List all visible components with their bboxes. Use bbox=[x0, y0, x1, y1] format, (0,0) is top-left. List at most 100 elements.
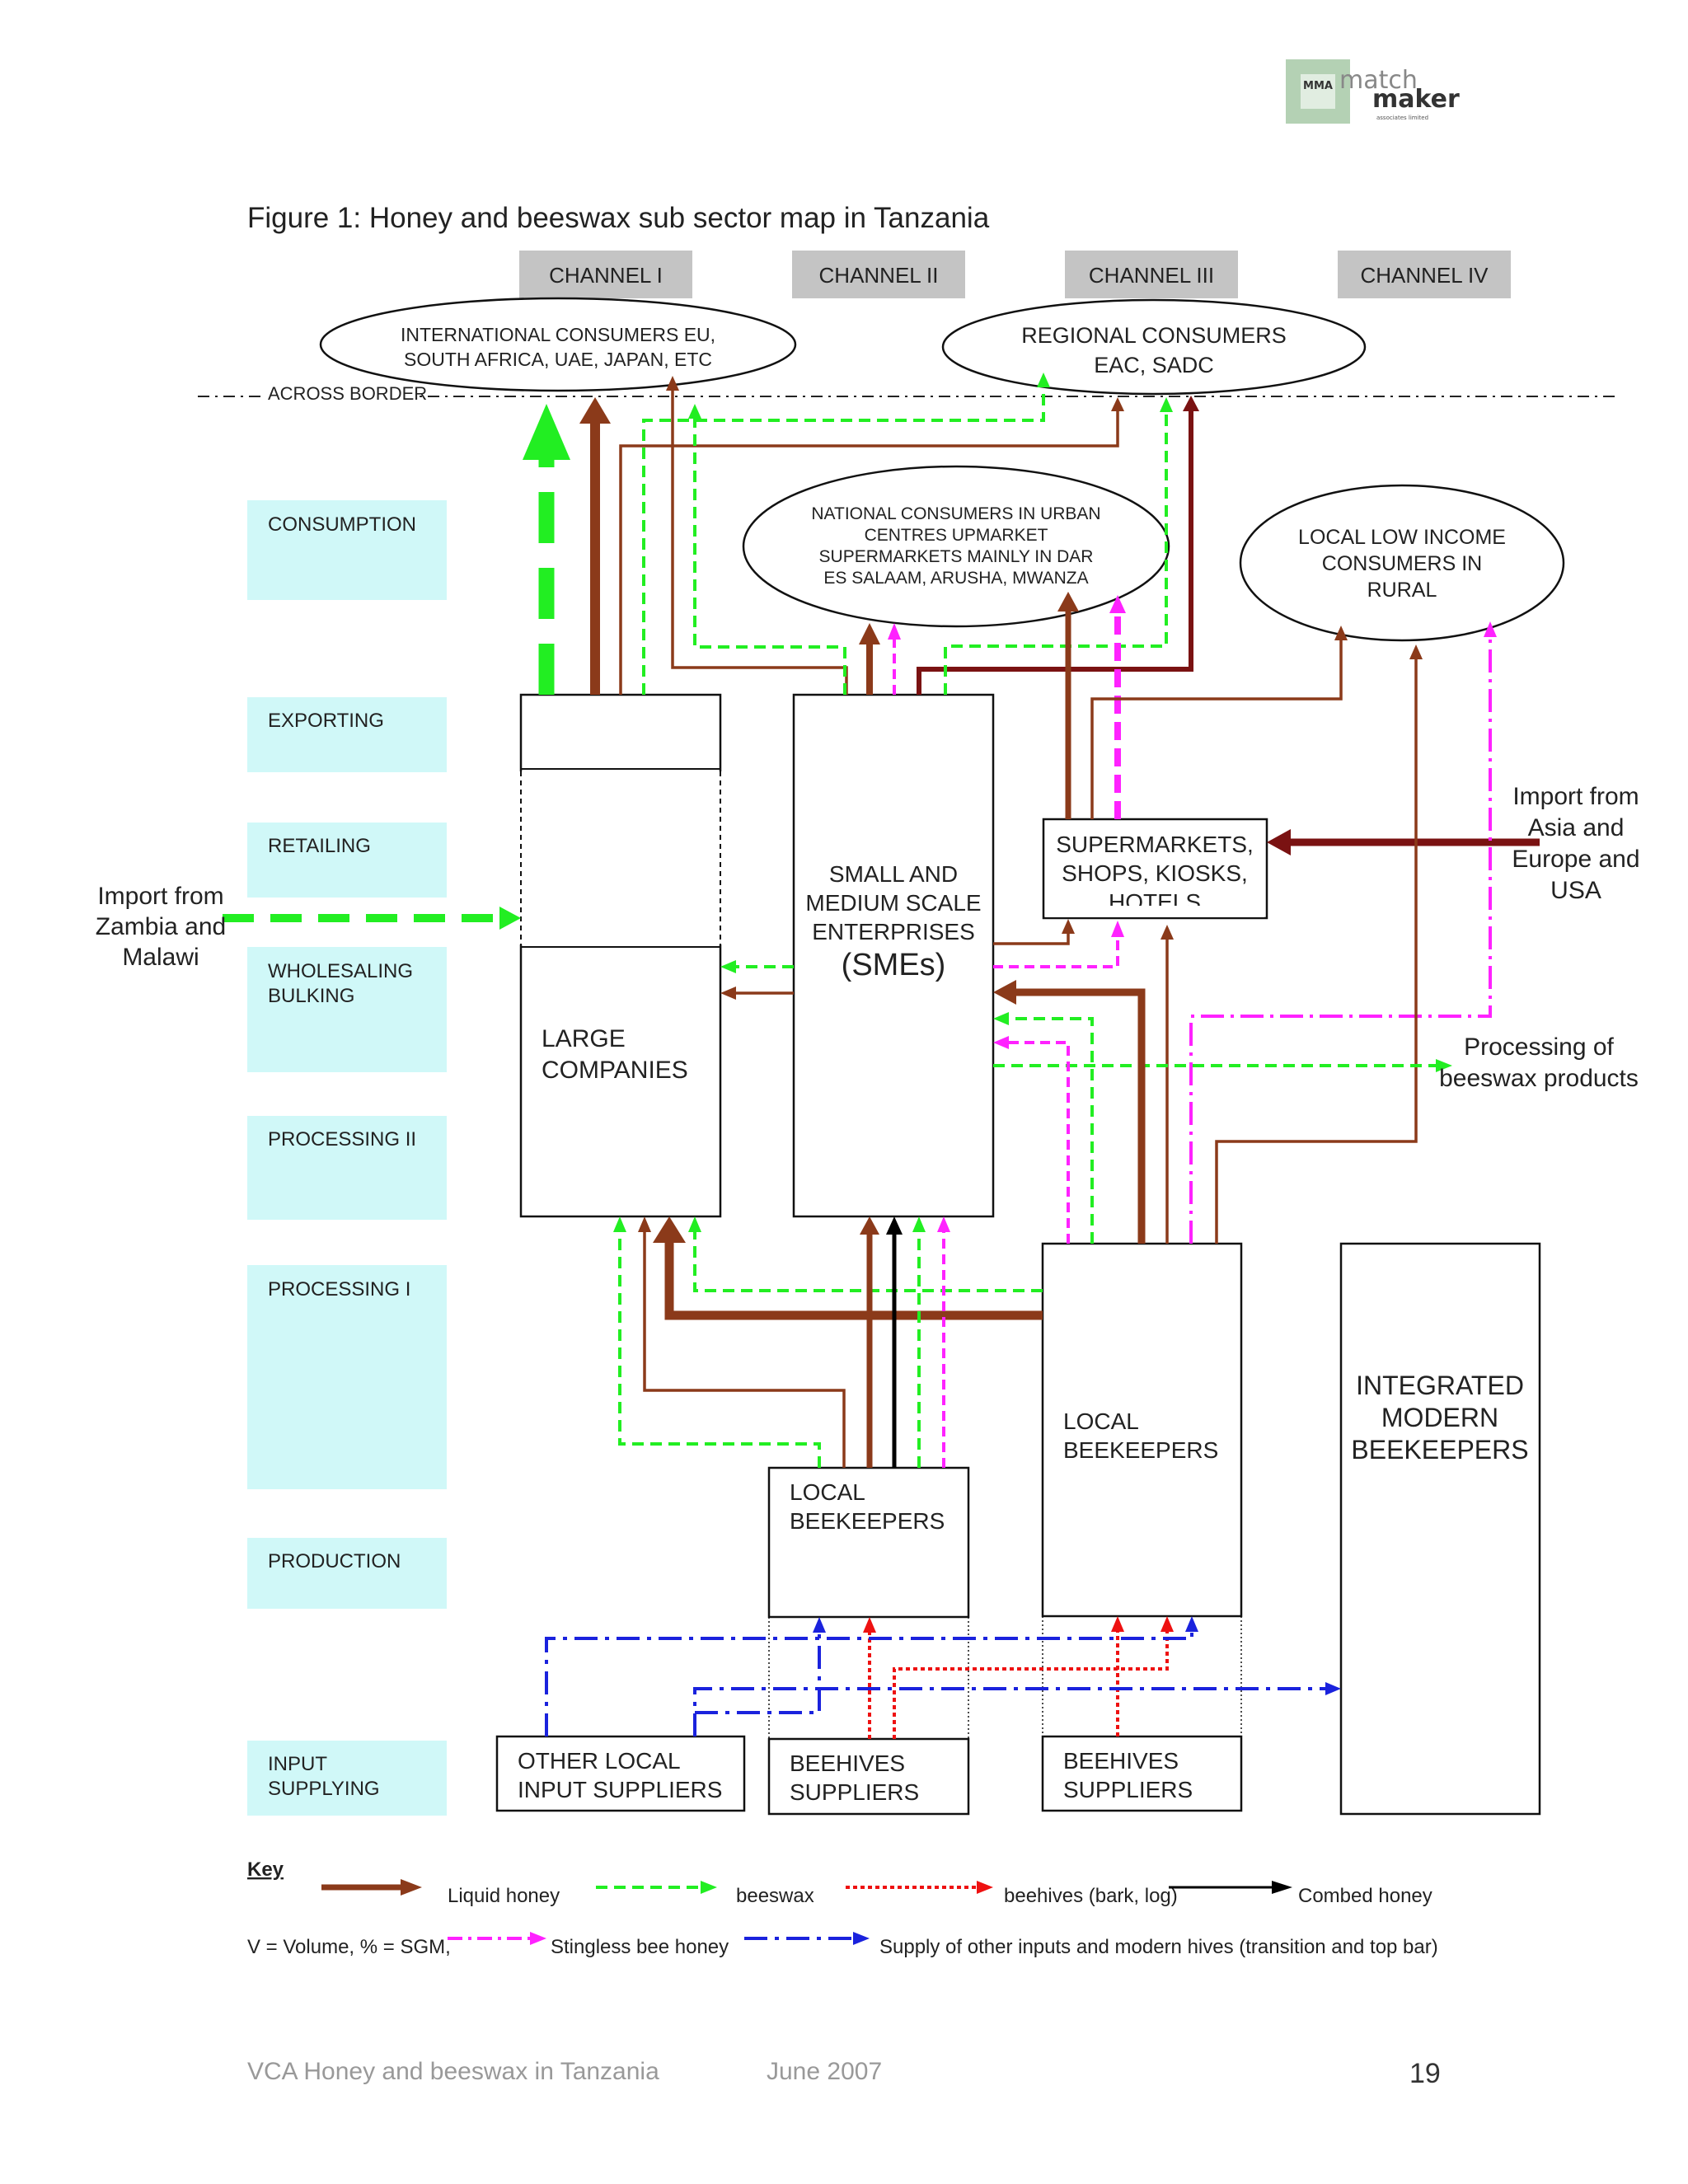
smes-line3: ENTERPRISES bbox=[812, 919, 975, 944]
logo-tagline: associates limited bbox=[1376, 115, 1428, 121]
flow-stingless-smes-supermarkets bbox=[993, 936, 1119, 968]
footer-left: VCA Honey and beeswax in Tanzania bbox=[247, 2058, 659, 2085]
large-companies-box bbox=[519, 693, 722, 1218]
flow-honey-beekeepers-large bbox=[664, 1240, 1043, 1320]
flow-beehives-supplier1-largebk bbox=[893, 1631, 1169, 1739]
national-consumers-line3: SUPERMARKETS MAINLY IN DAR bbox=[819, 547, 1094, 566]
flow-honey-smallbk-large bbox=[643, 1231, 846, 1468]
flow-honey-smes-regional bbox=[917, 410, 1193, 695]
smes-line4: (SMEs) bbox=[842, 948, 946, 982]
channel-1-label: CHANNEL I bbox=[549, 263, 663, 288]
flow-stingless-beekeepers-smes bbox=[1007, 1041, 1070, 1244]
local-beekeepers-large-line2: BEEKEEPERS bbox=[1063, 1437, 1218, 1463]
footer-date: June 2007 bbox=[767, 2058, 882, 2085]
stage-labels: CONSUMPTION EXPORTING RETAILING WHOLESAL… bbox=[247, 500, 447, 1816]
processing-beeswax-line2: beeswax products bbox=[1439, 1065, 1639, 1092]
import-zambia-line2: Zambia and bbox=[96, 913, 226, 940]
flow-honey-smes-international bbox=[671, 389, 848, 695]
flow-inputs-other-integrated bbox=[693, 1687, 1325, 1736]
legend-beehives-label: beehives (bark, log) bbox=[1004, 1885, 1178, 1907]
channel-1-box bbox=[519, 251, 692, 298]
flow-beeswax-smes-regional bbox=[944, 412, 1168, 695]
beehives-suppliers-1-line2: SUPPLIERS bbox=[790, 1779, 919, 1805]
national-consumers-line4: ES SALAAM, ARUSHA, MWANZA bbox=[823, 569, 1088, 588]
page-number: 19 bbox=[1409, 2058, 1441, 2089]
import-asia-line3: Europe and bbox=[1512, 846, 1639, 873]
large-companies-line2: COMPANIES bbox=[542, 1057, 688, 1084]
local-consumers-line2: CONSUMERS IN bbox=[1322, 552, 1482, 575]
local-consumers-line1: LOCAL LOW INCOME bbox=[1298, 526, 1506, 549]
regional-consumers-line1: REGIONAL CONSUMERS bbox=[1021, 323, 1287, 348]
other-input-suppliers-box bbox=[495, 1735, 746, 1812]
flow-beeswax-smes-international bbox=[693, 419, 846, 695]
channel-4-label: CHANNEL IV bbox=[1360, 263, 1489, 288]
smes-line2: MEDIUM SCALE bbox=[805, 890, 981, 916]
channel-2-label: CHANNEL II bbox=[819, 263, 939, 288]
flow-honey-beekeepers-local bbox=[1215, 659, 1418, 1244]
channel-3-box bbox=[1065, 251, 1238, 298]
legend-combed-honey-label: Combed honey bbox=[1298, 1885, 1432, 1907]
supermarkets-box bbox=[1042, 818, 1268, 920]
flow-beeswax-beekeepers-smes bbox=[1007, 1017, 1094, 1244]
legend-volume-note: V = Volume, % = SGM, bbox=[247, 1936, 451, 1958]
import-zambia-line3: Malawi bbox=[122, 944, 199, 971]
regional-consumers bbox=[941, 298, 1367, 396]
flow-stingless-beekeepers-local bbox=[1189, 636, 1492, 1244]
legend-title: Key bbox=[247, 1858, 284, 1881]
stage-processing-1: PROCESSING I bbox=[268, 1278, 410, 1301]
stage-input: INPUT bbox=[268, 1753, 327, 1775]
other-input-suppliers-line2: INPUT SUPPLIERS bbox=[518, 1777, 722, 1802]
beehives-suppliers-1-box bbox=[767, 1737, 970, 1816]
local-low-income-consumers bbox=[1239, 484, 1565, 642]
legend: Key Liquid honey beeswax beehives (bark,… bbox=[247, 1858, 1438, 1958]
regional-consumers-line2: EAC, SADC bbox=[1094, 353, 1214, 377]
smes-line1: SMALL AND bbox=[829, 861, 958, 887]
stage-retailing: RETAILING bbox=[268, 835, 371, 857]
across-border-label: ACROSS BORDER bbox=[268, 383, 427, 404]
stage-processing-2: PROCESSING II bbox=[268, 1128, 416, 1151]
flow-honey-beekeepers-smes bbox=[1015, 988, 1146, 1244]
channel-2-box bbox=[792, 251, 965, 298]
logo-word-match: match bbox=[1339, 66, 1418, 95]
local-consumers-line3: RURAL bbox=[1367, 579, 1437, 602]
legend-other-inputs-label: Supply of other inputs and modern hives … bbox=[879, 1936, 1438, 1958]
channel-headers: CHANNEL I CHANNEL II CHANNEL III CHANNEL… bbox=[519, 251, 1511, 298]
national-consumers-line2: CENTRES UPMARKET bbox=[865, 526, 1048, 545]
stage-consumption: CONSUMPTION bbox=[268, 513, 416, 536]
flow-beeswax-beekeepers-large bbox=[693, 1231, 1043, 1292]
beehives-suppliers-2-line1: BEEHIVES bbox=[1063, 1748, 1179, 1774]
logo-word-maker: maker bbox=[1372, 85, 1460, 114]
local-beekeepers-large-line1: LOCAL bbox=[1063, 1408, 1139, 1434]
flow-inputs-other-smallbk bbox=[695, 1632, 821, 1714]
stage-wholesaling: WHOLESALING bbox=[268, 960, 413, 982]
beehives-suppliers-1-line1: BEEHIVES bbox=[790, 1750, 905, 1776]
flow-honey-smes-supermarkets bbox=[993, 933, 1070, 945]
flow-honey-supermarkets-local bbox=[1090, 640, 1343, 819]
legend-stingless-label: Stingless bee honey bbox=[551, 1936, 729, 1958]
import-zambia-line1: Import from bbox=[97, 883, 223, 910]
flow-honey-large-regional bbox=[619, 410, 1119, 695]
integrated-beekeepers-box bbox=[1339, 1242, 1541, 1816]
local-beekeepers-small-box bbox=[767, 1466, 970, 1619]
flow-beeswax-smallbk-large bbox=[618, 1231, 821, 1468]
other-input-suppliers-line1: OTHER LOCAL bbox=[518, 1748, 681, 1774]
international-consumers bbox=[319, 297, 797, 392]
stage-bulking: BULKING bbox=[268, 985, 354, 1007]
processing-beeswax-line1: Processing of bbox=[1464, 1033, 1614, 1061]
beehives-suppliers-2-box bbox=[1041, 1735, 1243, 1812]
channel-3-label: CHANNEL III bbox=[1089, 263, 1214, 288]
local-beekeepers-large-box bbox=[1041, 1242, 1243, 1618]
national-consumers-line1: NATIONAL CONSUMERS IN URBAN bbox=[811, 504, 1100, 523]
flow-beeswax-export-arrowhead bbox=[523, 404, 570, 460]
international-consumers-line1: INTERNATIONAL CONSUMERS EU, bbox=[401, 324, 715, 345]
supermarkets-line2: SHOPS, KIOSKS, bbox=[1062, 860, 1248, 886]
flow-inputs-other-largebk bbox=[545, 1631, 1193, 1736]
import-asia-line1: Import from bbox=[1512, 783, 1639, 810]
local-beekeepers-small-line2: BEEKEEPERS bbox=[790, 1508, 945, 1534]
international-consumers-line2: SOUTH AFRICA, UAE, JAPAN, ETC bbox=[404, 349, 712, 370]
figure-title: Figure 1: Honey and beeswax sub sector m… bbox=[247, 202, 990, 234]
stage-production: PRODUCTION bbox=[268, 1550, 401, 1572]
logo-monogram: MMA bbox=[1303, 80, 1333, 92]
